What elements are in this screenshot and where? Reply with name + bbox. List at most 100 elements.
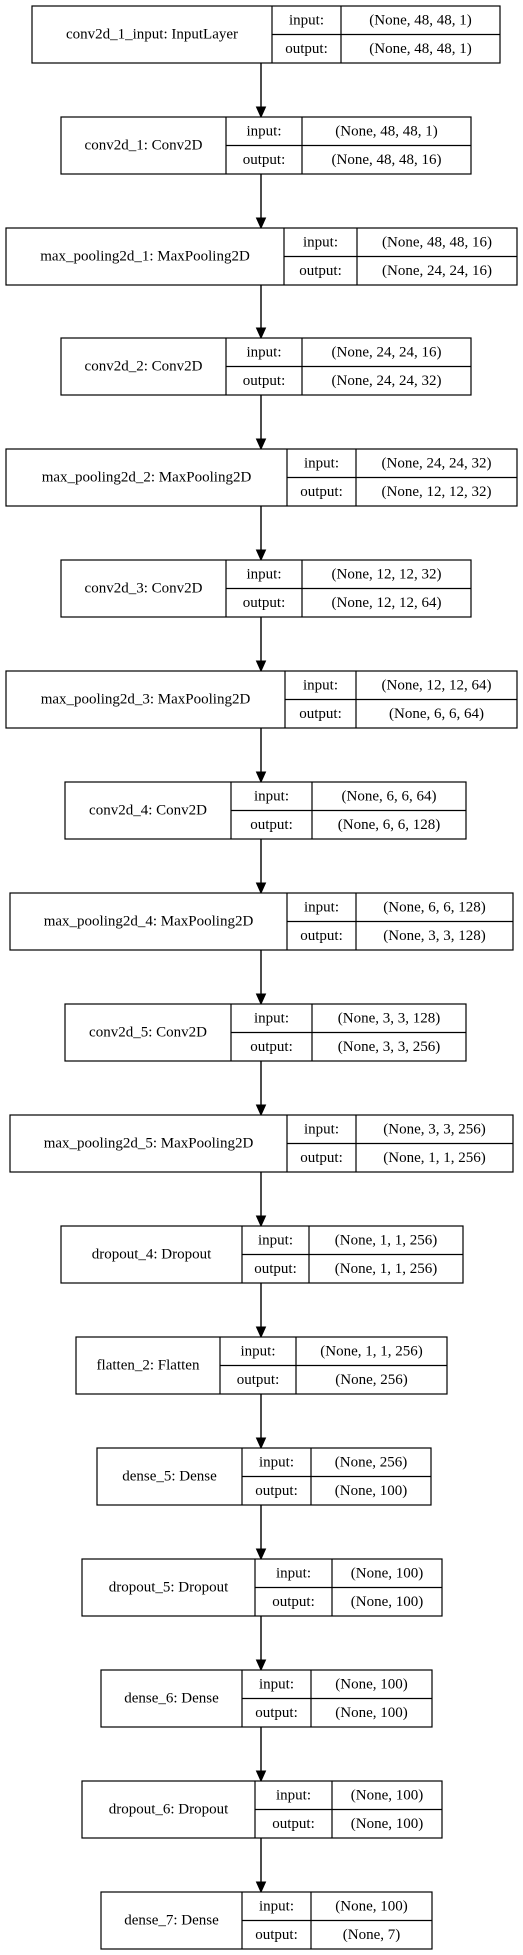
output-label: output: — [272, 1594, 315, 1610]
layer-node: max_pooling2d_2: MaxPooling2Dinput:outpu… — [5, 448, 518, 507]
input-label: input: — [259, 1898, 294, 1914]
connection-arrow — [255, 950, 267, 1006]
layer-name: max_pooling2d_1: MaxPooling2D — [40, 249, 250, 265]
layer-node: max_pooling2d_5: MaxPooling2Dinput:outpu… — [9, 1114, 514, 1173]
input-shape: (None, 3, 3, 256) — [383, 1121, 485, 1137]
input-label: input: — [276, 1565, 311, 1581]
input-shape: (None, 100) — [335, 1898, 407, 1914]
output-label: output: — [299, 706, 342, 722]
layer-node: conv2d_1_input: InputLayer input: output: (… — [31, 5, 501, 64]
connection-arrow — [255, 839, 267, 895]
output-shape: (None, 24, 24, 16) — [382, 263, 492, 279]
input-shape: (None, 1, 1, 256) — [335, 1232, 437, 1248]
arrowhead-icon — [255, 993, 267, 1006]
input-label: input: — [303, 234, 338, 250]
input-shape: (None, 100) — [351, 1565, 423, 1581]
layer-name: conv2d_1: Conv2D — [85, 138, 203, 154]
output-label: output: — [255, 1483, 298, 1499]
output-shape: (None, 48, 48, 1) — [369, 41, 471, 57]
output-shape: (None, 1, 1, 256) — [335, 1261, 437, 1277]
layer-name: conv2d_2: Conv2D — [85, 359, 203, 375]
connection-arrow — [255, 1727, 267, 1783]
layer-name: dense_6: Dense — [124, 1691, 219, 1707]
arrowhead-icon — [255, 106, 267, 119]
output-label: output: — [243, 373, 286, 389]
input-shape: (None, 12, 12, 64) — [382, 677, 492, 693]
layer-name: flatten_2: Flatten — [97, 1358, 200, 1374]
output-shape: (None, 100) — [351, 1816, 423, 1832]
layer-node: max_pooling2d_1: MaxPooling2D input: outpu… — [5, 227, 518, 286]
arrowhead-icon — [255, 882, 267, 895]
arrowhead-icon — [255, 217, 267, 230]
input-shape: (None, 6, 6, 64) — [342, 788, 437, 804]
output-shape: (None, 3, 3, 256) — [338, 1039, 440, 1055]
arrowhead-icon — [255, 327, 267, 340]
arrowhead-icon — [255, 660, 267, 673]
input-label: input: — [254, 788, 289, 804]
output-shape: (None, 7) — [343, 1927, 400, 1943]
input-shape: (None, 100) — [335, 1676, 407, 1692]
connection-arrow — [255, 395, 267, 451]
connection-arrow — [255, 1172, 267, 1228]
input-label: input: — [304, 899, 339, 915]
input-shape: (None, 1, 1, 256) — [320, 1343, 422, 1359]
input-label: input: — [246, 123, 281, 139]
output-shape: (None, 48, 48, 16) — [332, 152, 442, 168]
input-shape: (None, 48, 48, 1) — [369, 12, 471, 28]
input-shape: (None, 24, 24, 32) — [382, 455, 492, 471]
connection-arrow — [255, 506, 267, 562]
output-label: output: — [255, 1705, 298, 1721]
layer-name: conv2d_1_input: InputLayer — [66, 27, 238, 43]
layer-name: max_pooling2d_2: MaxPooling2D — [42, 470, 252, 486]
arrowhead-icon — [255, 549, 267, 562]
arrowhead-icon — [255, 1659, 267, 1672]
output-label: output: — [237, 1372, 280, 1388]
output-shape: (None, 1, 1, 256) — [383, 1150, 485, 1166]
arrowhead-icon — [255, 1881, 267, 1894]
output-label: output: — [250, 1039, 293, 1055]
output-label: output: — [299, 263, 342, 279]
input-shape: (None, 6, 6, 128) — [383, 899, 485, 915]
output-label: output: — [285, 41, 328, 57]
connection-arrow — [255, 1838, 267, 1894]
output-shape: (None, 100) — [351, 1594, 423, 1610]
input-shape: (None, 3, 3, 128) — [338, 1010, 440, 1026]
layer-name: max_pooling2d_4: MaxPooling2D — [44, 914, 254, 930]
arrowhead-icon — [255, 1215, 267, 1228]
input-shape: (None, 256) — [335, 1454, 407, 1470]
layer-node: conv2d_2: Conv2D input: output: (None, 24, … — [60, 337, 472, 396]
output-shape: (None, 100) — [335, 1705, 407, 1721]
output-label: output: — [243, 152, 286, 168]
input-label: input: — [254, 1010, 289, 1026]
input-label: input: — [246, 344, 281, 360]
input-label: input: — [304, 1121, 339, 1137]
input-label: input: — [258, 1232, 293, 1248]
layer-name: dropout_4: Dropout — [92, 1247, 212, 1263]
layer-node: dense_6: Dense input: output: (None, 100) (N… — [100, 1669, 433, 1728]
layer-name: conv2d_4: Conv2D — [89, 803, 207, 819]
connection-arrow — [255, 1394, 267, 1450]
input-label: input: — [259, 1454, 294, 1470]
layer-name: dense_7: Dense — [124, 1913, 219, 1929]
connection-arrow — [255, 63, 267, 119]
output-shape: (None, 100) — [335, 1483, 407, 1499]
input-shape: (None, 24, 24, 16) — [332, 344, 442, 360]
layer-node: max_pooling2d_4: MaxPooling2Dinput:outpu… — [9, 892, 514, 951]
output-shape: (None, 6, 6, 128) — [338, 817, 440, 833]
connection-arrow — [255, 728, 267, 784]
connection-arrow — [255, 285, 267, 340]
input-shape: (None, 48, 48, 16) — [382, 234, 492, 250]
connection-arrow — [255, 1061, 267, 1117]
input-label: input: — [259, 1676, 294, 1692]
layer-box — [5, 448, 518, 507]
input-label: input: — [289, 12, 324, 28]
layer-name: max_pooling2d_3: MaxPooling2D — [41, 692, 251, 708]
layer-node: max_pooling2d_3: MaxPooling2Dinput:outpu… — [5, 670, 518, 729]
